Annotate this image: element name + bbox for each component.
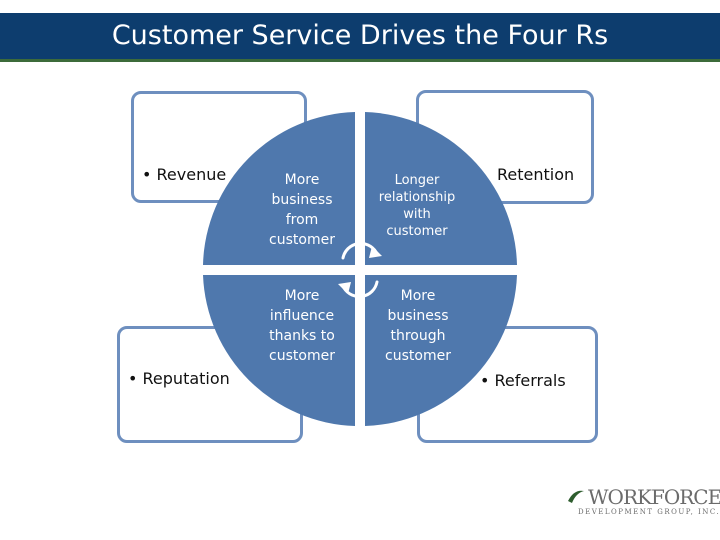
quadrant-top-right xyxy=(365,112,517,265)
workforce-logo: WORKFORCE DEVELOPMENT GROUP, INC. xyxy=(566,485,720,521)
logo-sub-text: DEVELOPMENT GROUP, INC. xyxy=(578,508,720,516)
title-bar: Customer Service Drives the Four Rs xyxy=(0,13,720,62)
slide-title: Customer Service Drives the Four Rs xyxy=(111,20,609,51)
quadrant-bottom-left xyxy=(203,275,355,426)
logo-swoosh-icon xyxy=(568,490,584,503)
retention-label: Retention xyxy=(497,165,575,184)
quadrant-text-top-left: More business from customer xyxy=(269,172,335,248)
quadrant-top-left xyxy=(203,112,355,265)
referrals-label: • Referrals xyxy=(480,371,566,390)
quadrant-text-bottom-left: More influence thanks to customer xyxy=(269,288,335,364)
reputation-label: • Reputation xyxy=(128,369,230,388)
quadrant-text-top-right: Longer relationship with customer xyxy=(378,173,456,239)
logo-main-text: WORKFORCE xyxy=(588,485,720,509)
quadrant-bottom-right xyxy=(365,275,517,426)
quadrant-text-bottom-right: More business through customer xyxy=(385,288,451,364)
revenue-label: • Revenue xyxy=(142,165,227,184)
